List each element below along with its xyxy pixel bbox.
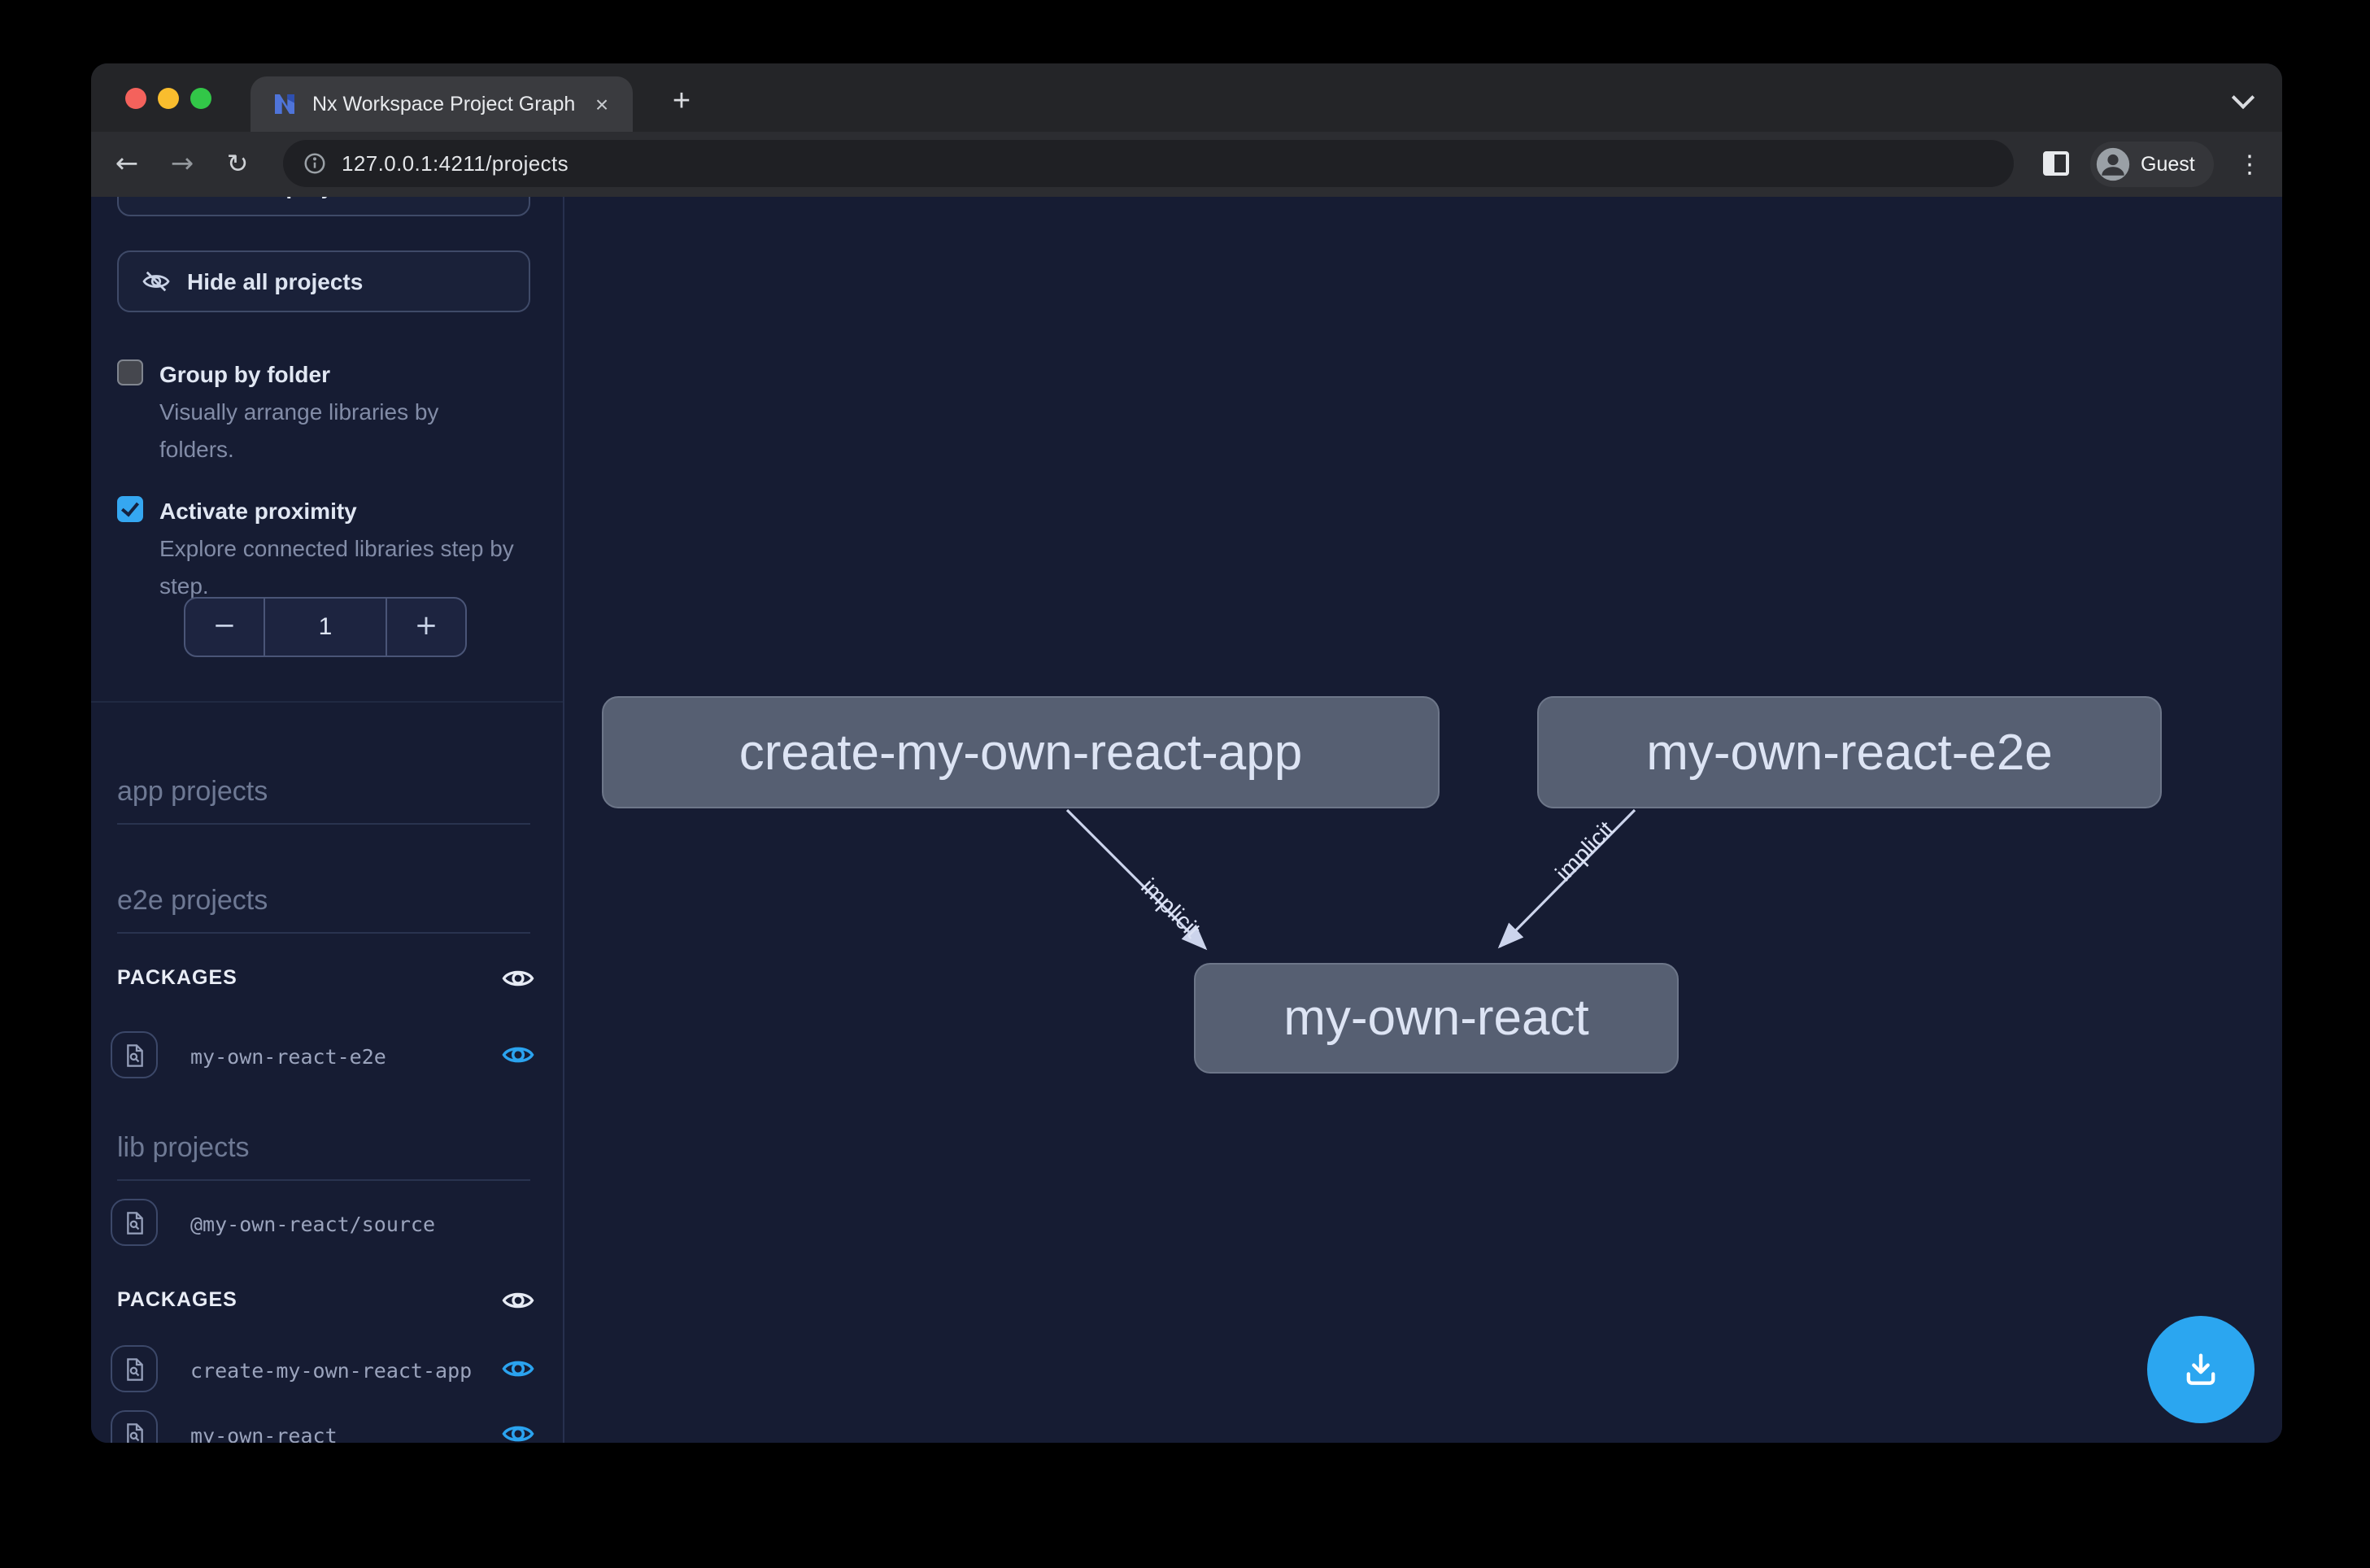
browser-window: Nx Workspace Project Graph × + ← → ↻ 127… (91, 63, 2282, 1443)
graph-node-create-my-own-react-app[interactable]: create-my-own-react-app (602, 696, 1440, 808)
new-tab-button[interactable]: + (659, 80, 704, 125)
avatar (2095, 146, 2131, 182)
edge-label: implicit (1551, 817, 1620, 886)
nx-graph-app: Show all projects Hide all projects Grou… (91, 197, 2282, 1443)
tab-close-icon[interactable]: × (587, 89, 616, 119)
zoom-window-button[interactable] (190, 88, 211, 109)
info-icon[interactable] (303, 151, 327, 176)
nx-logo-icon (272, 91, 298, 117)
download-graph-button[interactable] (2147, 1316, 2255, 1423)
back-button[interactable]: ← (104, 132, 150, 197)
browser-toolbar: ← → ↻ 127.0.0.1:4211/projects Guest (91, 132, 2282, 197)
edge-label: implicit (1135, 873, 1205, 943)
browser-menu-icon[interactable]: ⋮ (2230, 132, 2269, 197)
side-panel-icon[interactable] (2043, 151, 2069, 176)
graph-node-my-own-react-e2e[interactable]: my-own-react-e2e (1537, 696, 2162, 808)
url-text: 127.0.0.1:4211/projects (342, 151, 569, 176)
tab-title: Nx Workspace Project Graph (312, 93, 587, 115)
address-bar[interactable]: 127.0.0.1:4211/projects (283, 140, 2014, 187)
graph-canvas[interactable]: implicit implicit (91, 197, 2282, 1443)
close-window-button[interactable] (125, 88, 146, 109)
tab-strip: Nx Workspace Project Graph × + (91, 63, 2282, 132)
forward-button[interactable]: → (159, 132, 205, 197)
profile-button[interactable]: Guest (2090, 142, 2215, 187)
graph-node-my-own-react[interactable]: my-own-react (1194, 963, 1679, 1074)
chevron-down-icon[interactable] (2233, 88, 2253, 107)
download-icon (2180, 1348, 2222, 1391)
minimize-window-button[interactable] (158, 88, 179, 109)
reload-button[interactable]: ↻ (215, 132, 260, 197)
profile-label: Guest (2141, 153, 2195, 176)
browser-tab[interactable]: Nx Workspace Project Graph × (251, 76, 633, 132)
